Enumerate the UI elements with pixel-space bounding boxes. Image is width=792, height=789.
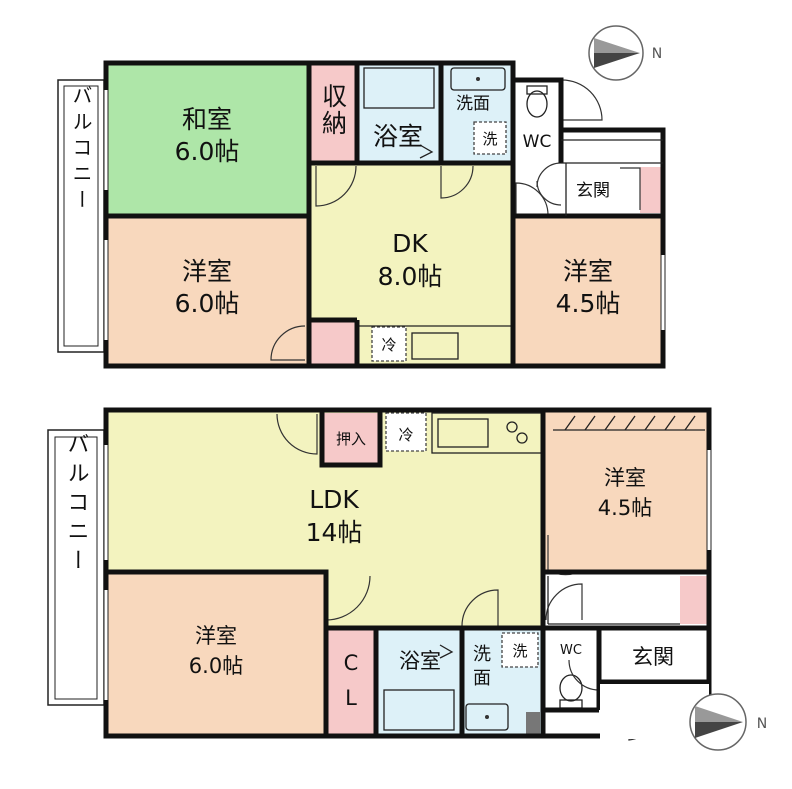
bottom-bath bbox=[376, 628, 462, 736]
bottom-ne-room bbox=[543, 410, 709, 572]
top-senmen-label: 洗面 bbox=[456, 94, 490, 114]
bottom-ldk-name: LDK bbox=[309, 485, 359, 514]
bottom-senmen-label-1: 洗 bbox=[473, 644, 491, 665]
top-compass-icon: N bbox=[588, 25, 662, 81]
top-west-room-size: 6.0帖 bbox=[175, 289, 240, 318]
top-genkan-closet bbox=[640, 167, 661, 213]
bottom-ne-room-size: 4.5帖 bbox=[598, 496, 652, 520]
bottom-ldk-size: 14帖 bbox=[306, 518, 363, 547]
bottom-sw-room-name: 洋室 bbox=[195, 624, 237, 648]
top-bath bbox=[357, 63, 441, 163]
top-balcony-label: バルコニー bbox=[69, 85, 93, 215]
bottom-washer bbox=[501, 632, 539, 668]
top-fridge-box bbox=[371, 326, 407, 362]
bottom-genkan-label: 玄関 bbox=[632, 645, 674, 669]
top-bath-label: 浴室 bbox=[373, 122, 423, 151]
top-dk-closet bbox=[309, 320, 357, 366]
bottom-balcony bbox=[47, 429, 105, 706]
top-shuno bbox=[309, 63, 357, 163]
bottom-oshiire bbox=[324, 413, 380, 465]
bottom-washer-label: 洗 bbox=[512, 642, 527, 660]
bottom-balcony-label: バルコニー bbox=[64, 433, 89, 578]
bottom-ldk-lower bbox=[326, 570, 543, 628]
bottom-wc-label: WC bbox=[560, 643, 582, 658]
top-east-room bbox=[513, 216, 663, 366]
bottom-fridge-box bbox=[385, 412, 427, 452]
top-east-room-size: 4.5帖 bbox=[556, 289, 621, 318]
bottom-sw-room-size: 6.0帖 bbox=[189, 654, 243, 678]
bottom-oshiire-label: 押入 bbox=[336, 430, 366, 448]
bottom-senmen-label-2: 面 bbox=[473, 668, 491, 689]
bottom-compass-icon: N bbox=[689, 693, 767, 751]
top-genkan-label: 玄関 bbox=[576, 181, 610, 201]
top-west-room-name: 洋室 bbox=[182, 257, 232, 286]
top-dk-name: DK bbox=[392, 229, 428, 258]
top-washitsu-size: 6.0帖 bbox=[175, 137, 240, 166]
bottom-cl-l: L bbox=[345, 686, 357, 710]
bottom-genkan bbox=[599, 628, 709, 682]
bottom-floor: バルコニー bbox=[47, 407, 767, 751]
bottom-sw-room bbox=[106, 572, 326, 736]
top-shuno-label: 収納 bbox=[319, 83, 348, 137]
top-floor: バルコニー bbox=[57, 25, 666, 369]
top-compass-label: N bbox=[652, 46, 662, 62]
bottom-hall-closet bbox=[680, 576, 707, 624]
top-east-room-name: 洋室 bbox=[563, 257, 613, 286]
bottom-bath-label: 浴室 bbox=[399, 649, 441, 673]
top-fridge-label: 冷 bbox=[381, 336, 396, 354]
top-washitsu-name: 和室 bbox=[182, 105, 232, 134]
bottom-cl-c: C bbox=[344, 651, 359, 675]
bottom-cl bbox=[326, 628, 376, 736]
top-washer-label: 洗 bbox=[482, 130, 497, 148]
top-west-room bbox=[106, 216, 309, 366]
bottom-ne-room-name: 洋室 bbox=[604, 466, 646, 490]
top-wc-label: WC bbox=[523, 132, 552, 152]
top-washer bbox=[473, 121, 507, 155]
top-dk-size: 8.0帖 bbox=[378, 262, 443, 291]
top-washitsu bbox=[106, 63, 309, 216]
bottom-fridge-label: 冷 bbox=[398, 426, 413, 444]
bottom-compass-label: N bbox=[757, 716, 767, 732]
bottom-wc bbox=[543, 628, 599, 710]
top-balcony bbox=[57, 79, 105, 353]
